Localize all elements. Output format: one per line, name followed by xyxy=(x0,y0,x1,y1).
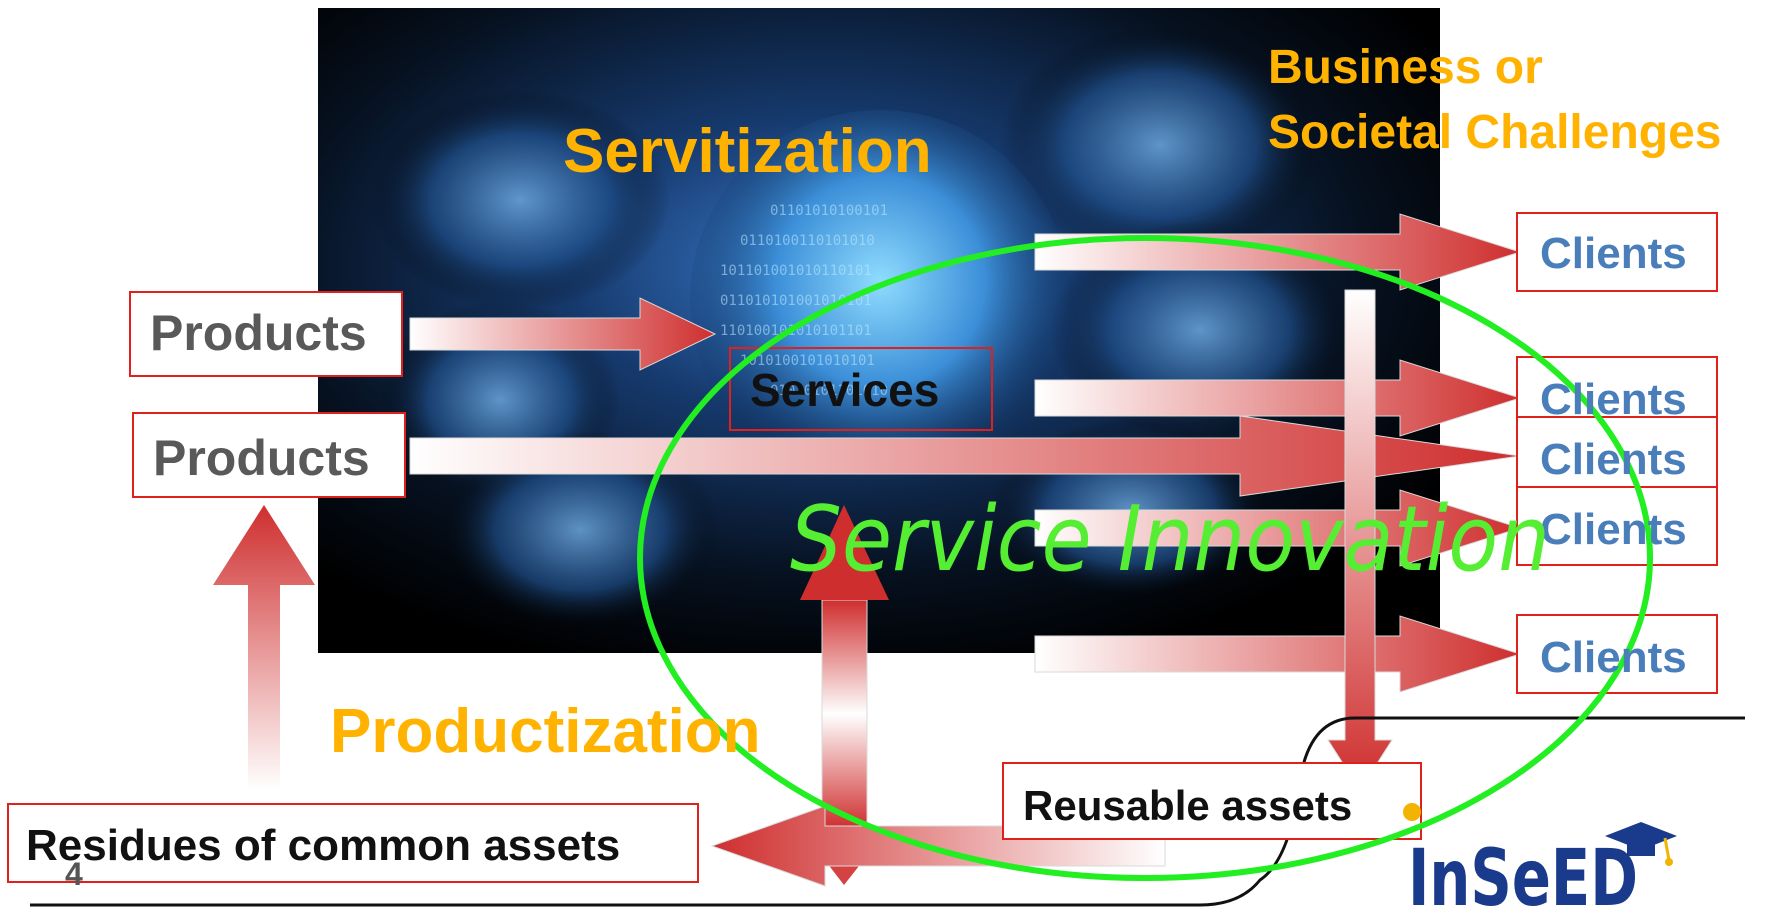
clients-label-2: Clients xyxy=(1540,375,1687,424)
products-top-label: Products xyxy=(150,305,367,361)
residues-label: Residues of common assets xyxy=(26,821,620,870)
challenges-heading-line1: Business or xyxy=(1268,41,1543,94)
arrows xyxy=(213,213,1522,887)
productization-heading: Productization xyxy=(330,697,761,766)
graduation-cap-icon xyxy=(1605,822,1677,866)
svg-text:0110100110101010: 0110100110101010 xyxy=(740,233,875,249)
inseed-logo: InSeED xyxy=(1403,803,1677,915)
clients-box-4 xyxy=(1516,486,1718,566)
logo-text: InSeED xyxy=(1408,834,1638,915)
clients-box-1 xyxy=(1516,212,1718,292)
svg-text:1010100101010101: 1010100101010101 xyxy=(740,353,875,369)
arrow-vertical-head-up xyxy=(800,505,889,600)
products-top-box xyxy=(129,291,403,377)
arrow-to-clients-5 xyxy=(1034,615,1522,693)
products-bottom-label: Products xyxy=(153,430,370,486)
service-innovation-ellipse xyxy=(637,235,1653,881)
clients-box-5 xyxy=(1516,614,1718,694)
arrow-products-to-services xyxy=(409,297,717,371)
reusable-assets-box xyxy=(1002,762,1422,840)
service-innovation-label: Service Innovation xyxy=(790,487,1550,592)
logo-dot-icon xyxy=(1403,803,1421,821)
svg-text:101101001010110101: 101101001010110101 xyxy=(720,263,872,279)
clients-label-1: Clients xyxy=(1540,229,1687,278)
labels: Servitization Business or Societal Chall… xyxy=(26,41,1722,892)
arrow-products-to-clients xyxy=(409,415,1521,497)
challenges-heading-line2: Societal Challenges xyxy=(1268,106,1722,159)
products-bottom-box xyxy=(132,412,406,498)
boxes xyxy=(7,212,1718,883)
clients-label-4: Clients xyxy=(1540,505,1687,554)
divider-lines xyxy=(30,716,1745,907)
svg-text:01010101101010: 01010101101010 xyxy=(770,383,888,399)
servitization-heading: Servitization xyxy=(563,117,932,186)
residues-box xyxy=(7,803,699,883)
arrow-to-clients-2 xyxy=(1034,359,1522,437)
clients-label-5: Clients xyxy=(1540,633,1687,682)
page-number: 4 xyxy=(65,856,83,892)
arrow-up-to-products xyxy=(213,505,315,790)
services-label: Services xyxy=(750,364,939,416)
reusable-assets-label: Reusable assets xyxy=(1023,782,1352,829)
svg-text:110100101010101101: 110100101010101101 xyxy=(720,323,872,339)
services-box xyxy=(729,347,993,431)
background-photo: 01101010100101 0110100110101010 10110100… xyxy=(318,8,1440,653)
clients-box-3 xyxy=(1516,416,1718,496)
clients-label-3: Clients xyxy=(1540,435,1687,484)
arrow-to-clients-4 xyxy=(1034,489,1522,567)
svg-text:01101010100101: 01101010100101 xyxy=(770,203,888,219)
arrow-vertical-bidirectional xyxy=(821,599,868,829)
